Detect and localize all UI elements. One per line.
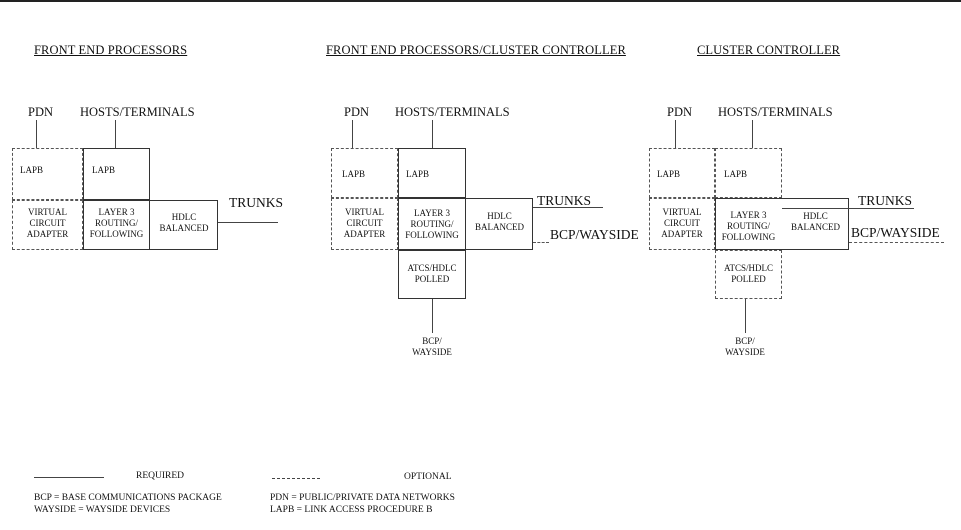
hosts-connector [752,120,753,148]
title-cluster-controller: CLUSTER CONTROLLER [697,43,841,57]
bcp-wayside-optional-line [533,242,549,243]
lapb-optional-box [649,148,715,198]
atcs-hdlc-polled-box [715,250,782,299]
layer3-routing-box [715,198,782,250]
title-fep-cluster-controller: FRONT END PROCESSORS/CLUSTER CONTROLLER [326,43,626,57]
pdn-label: PDN [667,105,693,119]
legend-optional-line [272,478,320,479]
lapb-label: LAPB [92,165,116,175]
lapb-optional-box [331,148,398,198]
legend-optional-label: OPTIONAL [404,472,452,482]
trunks-label: TRUNKS [229,195,284,210]
hdlc-balanced-box [782,198,849,250]
lapb-box [83,148,150,200]
hdlc-balanced-box [466,198,533,250]
lapb-label: LAPB [342,169,366,179]
hosts-terminals-label: HOSTS/TERMINALS [395,105,510,119]
layer3-routing-box [83,200,150,250]
pdn-label: PDN [344,105,370,119]
lapb-optional-box-2 [715,148,782,198]
top-rule [0,0,961,2]
trunks-line [218,222,278,223]
hosts-terminals-label: HOSTS/TERMINALS [718,105,833,119]
layer3-routing-box [398,198,466,250]
hosts-connector [115,120,116,148]
trunks-label: TRUNKS [537,193,592,208]
bcp-wayside-connector [745,299,746,333]
legend-lapb-definition: LAPB = LINK ACCESS PROCEDURE B [270,505,433,515]
bcp-wayside-bottom-label: BCP/WAYSIDE [725,336,765,357]
bcp-wayside-connector [432,299,433,333]
lapb-label: LAPB [724,169,748,179]
bcp-wayside-bottom-label: BCP/WAYSIDE [412,336,452,357]
trunks-label: TRUNKS [858,193,913,208]
virtual-circuit-adapter-box [331,198,398,250]
trunks-line [533,207,603,208]
pdn-label: PDN [28,105,54,119]
legend-required-line [34,477,104,478]
hosts-terminals-label: HOSTS/TERMINALS [80,105,195,119]
lapb-box [398,148,466,198]
atcs-hdlc-polled-box [398,250,466,299]
lapb-optional-box [12,148,83,200]
pdn-connector [36,120,37,148]
legend-bcp-definition: BCP = BASE COMMUNICATIONS PACKAGE [34,493,222,503]
hosts-connector [432,120,433,148]
lapb-label: LAPB [20,165,44,175]
bcp-wayside-label: BCP/WAYSIDE [550,227,639,242]
virtual-circuit-adapter-box [12,200,83,250]
legend-required-label: REQUIRED [136,471,185,481]
trunks-line [782,208,914,209]
lapb-label: LAPB [406,169,430,179]
bcp-wayside-optional-line [849,242,944,243]
legend-wayside-definition: WAYSIDE = WAYSIDE DEVICES [34,505,171,515]
bcp-wayside-label: BCP/WAYSIDE [851,225,940,240]
lapb-label: LAPB [657,169,681,179]
pdn-connector [675,120,676,148]
hdlc-balanced-box [150,200,218,250]
legend-pdn-definition: PDN = PUBLIC/PRIVATE DATA NETWORKS [270,493,455,503]
pdn-connector [352,120,353,148]
title-front-end-processors: FRONT END PROCESSORS [34,43,188,57]
virtual-circuit-adapter-box [649,198,715,250]
